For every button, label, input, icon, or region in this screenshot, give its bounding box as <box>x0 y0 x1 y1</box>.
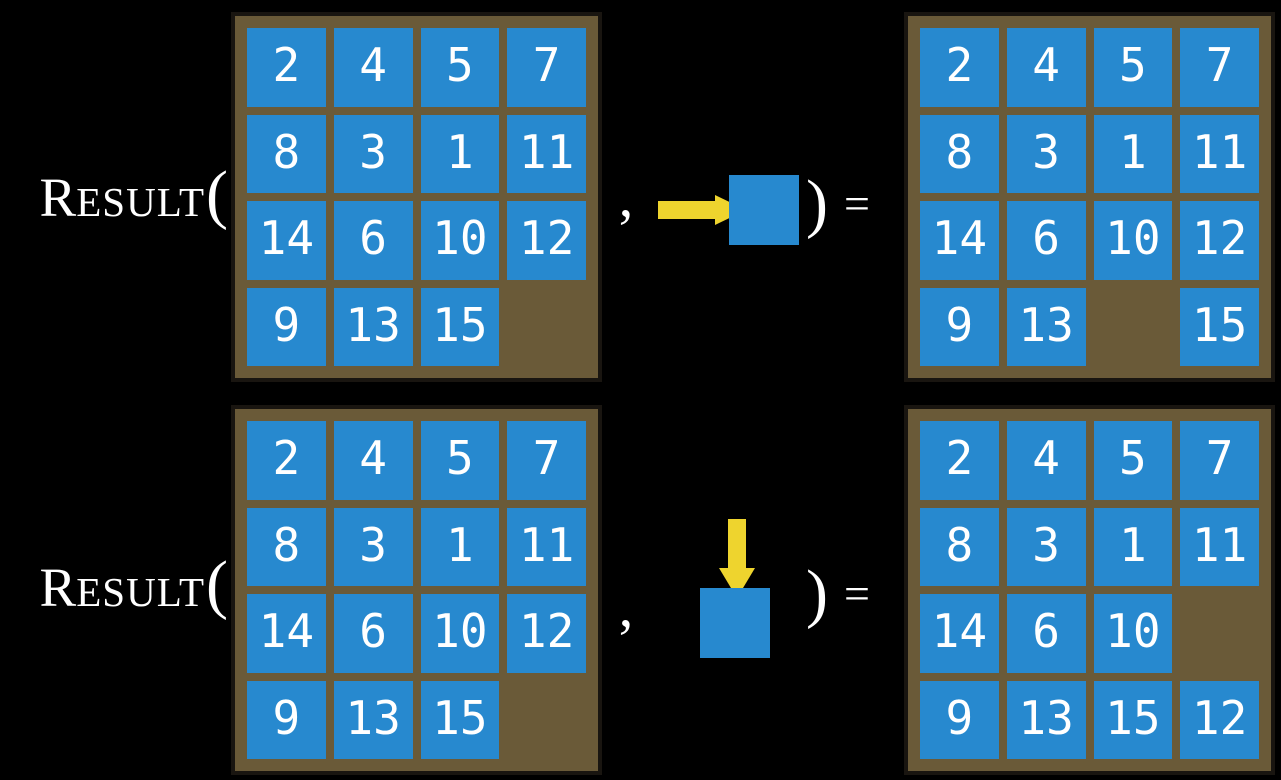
close-paren-equals: ) = <box>806 9 870 399</box>
puzzle-tile: 4 <box>1006 421 1086 500</box>
puzzle-tile: 6 <box>1006 201 1086 280</box>
puzzle-tile: 3 <box>333 507 413 586</box>
puzzle-tile: 9 <box>247 287 326 366</box>
puzzle-tile: 11 <box>507 507 586 586</box>
puzzle-tile: 7 <box>507 28 586 107</box>
puzzle-tile: 7 <box>507 421 586 500</box>
puzzle-tile: 8 <box>247 114 326 193</box>
puzzle-tile: 8 <box>920 114 999 193</box>
puzzle-tile: 4 <box>1006 28 1086 107</box>
function-name-rest: ESULT <box>76 179 206 225</box>
puzzle-tile: 12 <box>507 594 586 673</box>
puzzle-tile: 10 <box>420 594 500 673</box>
arrow-shaft <box>728 519 746 569</box>
puzzle-tile: 6 <box>333 201 413 280</box>
puzzle-tile: 3 <box>1006 507 1086 586</box>
result-function-text: RESULT( <box>40 157 228 233</box>
puzzle-tile: 14 <box>920 594 999 673</box>
puzzle-tile: 1 <box>420 114 500 193</box>
puzzle-tile: 7 <box>1180 421 1259 500</box>
function-name-cap: R <box>39 557 77 618</box>
empty-cell <box>507 288 586 367</box>
comma: , <box>618 574 634 639</box>
puzzle-tile: 15 <box>1180 287 1259 366</box>
puzzle-tile: 12 <box>1180 680 1259 759</box>
puzzle-tile: 4 <box>333 421 413 500</box>
empty-cell <box>507 681 586 760</box>
puzzle-tile: 2 <box>247 421 326 500</box>
puzzle-tile: 6 <box>333 594 413 673</box>
puzzle-tile: 13 <box>333 680 413 759</box>
puzzle-tile: 1 <box>1093 114 1173 193</box>
puzzle-tile: 2 <box>920 28 999 107</box>
puzzle-tile: 13 <box>333 287 413 366</box>
open-paren: ( <box>206 158 228 231</box>
puzzle-tile: 5 <box>420 421 500 500</box>
close-paren-equals: ) = <box>806 399 870 780</box>
close-paren: ) <box>806 557 828 630</box>
puzzle-tile: 8 <box>920 507 999 586</box>
puzzle-tile: 5 <box>1093 28 1173 107</box>
puzzle-tile: 6 <box>1006 594 1086 673</box>
puzzle-tile: 9 <box>247 680 326 759</box>
moving-tile-square <box>729 175 799 245</box>
equals-sign: = <box>843 568 870 619</box>
empty-cell <box>1094 288 1173 367</box>
puzzle-tile: 11 <box>1180 114 1259 193</box>
puzzle-tile: 14 <box>920 201 999 280</box>
arrow-shaft <box>658 201 716 219</box>
puzzle-tile: 3 <box>333 114 413 193</box>
puzzle-tile: 2 <box>920 421 999 500</box>
equals-sign: = <box>843 178 870 229</box>
puzzle-tile: 10 <box>1093 594 1173 673</box>
puzzle-tile: 12 <box>1180 201 1259 280</box>
puzzle-tile: 1 <box>420 507 500 586</box>
open-paren: ( <box>206 548 228 621</box>
move-down-arrow-icon <box>719 519 755 598</box>
comma: , <box>618 164 634 229</box>
puzzle-tile: 10 <box>420 201 500 280</box>
close-paren: ) <box>806 167 828 240</box>
puzzle-tile: 9 <box>920 680 999 759</box>
result-function-label: RESULT( <box>0 0 228 390</box>
puzzle-tile: 5 <box>420 28 500 107</box>
result-function-text: RESULT( <box>40 547 228 623</box>
puzzle-tile: 12 <box>507 201 586 280</box>
puzzle-tile: 13 <box>1006 287 1086 366</box>
function-name-rest: ESULT <box>76 569 206 615</box>
moving-tile-square <box>700 588 770 658</box>
puzzle-tile: 5 <box>1093 421 1173 500</box>
function-name-cap: R <box>39 167 77 228</box>
puzzle-tile: 8 <box>247 507 326 586</box>
puzzle-tile: 9 <box>920 287 999 366</box>
puzzle-tile: 15 <box>420 680 500 759</box>
puzzle-tile: 7 <box>1180 28 1259 107</box>
puzzle-tile: 2 <box>247 28 326 107</box>
puzzle-tile: 10 <box>1093 201 1173 280</box>
puzzle-tile: 15 <box>420 287 500 366</box>
puzzle-tile: 3 <box>1006 114 1086 193</box>
puzzle-tile: 14 <box>247 201 326 280</box>
puzzle-tile: 15 <box>1093 680 1173 759</box>
puzzle-tile: 11 <box>507 114 586 193</box>
result-function-label: RESULT( <box>0 390 228 780</box>
puzzle-tile: 13 <box>1006 680 1086 759</box>
puzzle-tile: 1 <box>1093 507 1173 586</box>
empty-cell <box>1180 594 1259 673</box>
puzzle-tile: 14 <box>247 594 326 673</box>
puzzle-tile: 4 <box>333 28 413 107</box>
puzzle-tile: 11 <box>1180 507 1259 586</box>
